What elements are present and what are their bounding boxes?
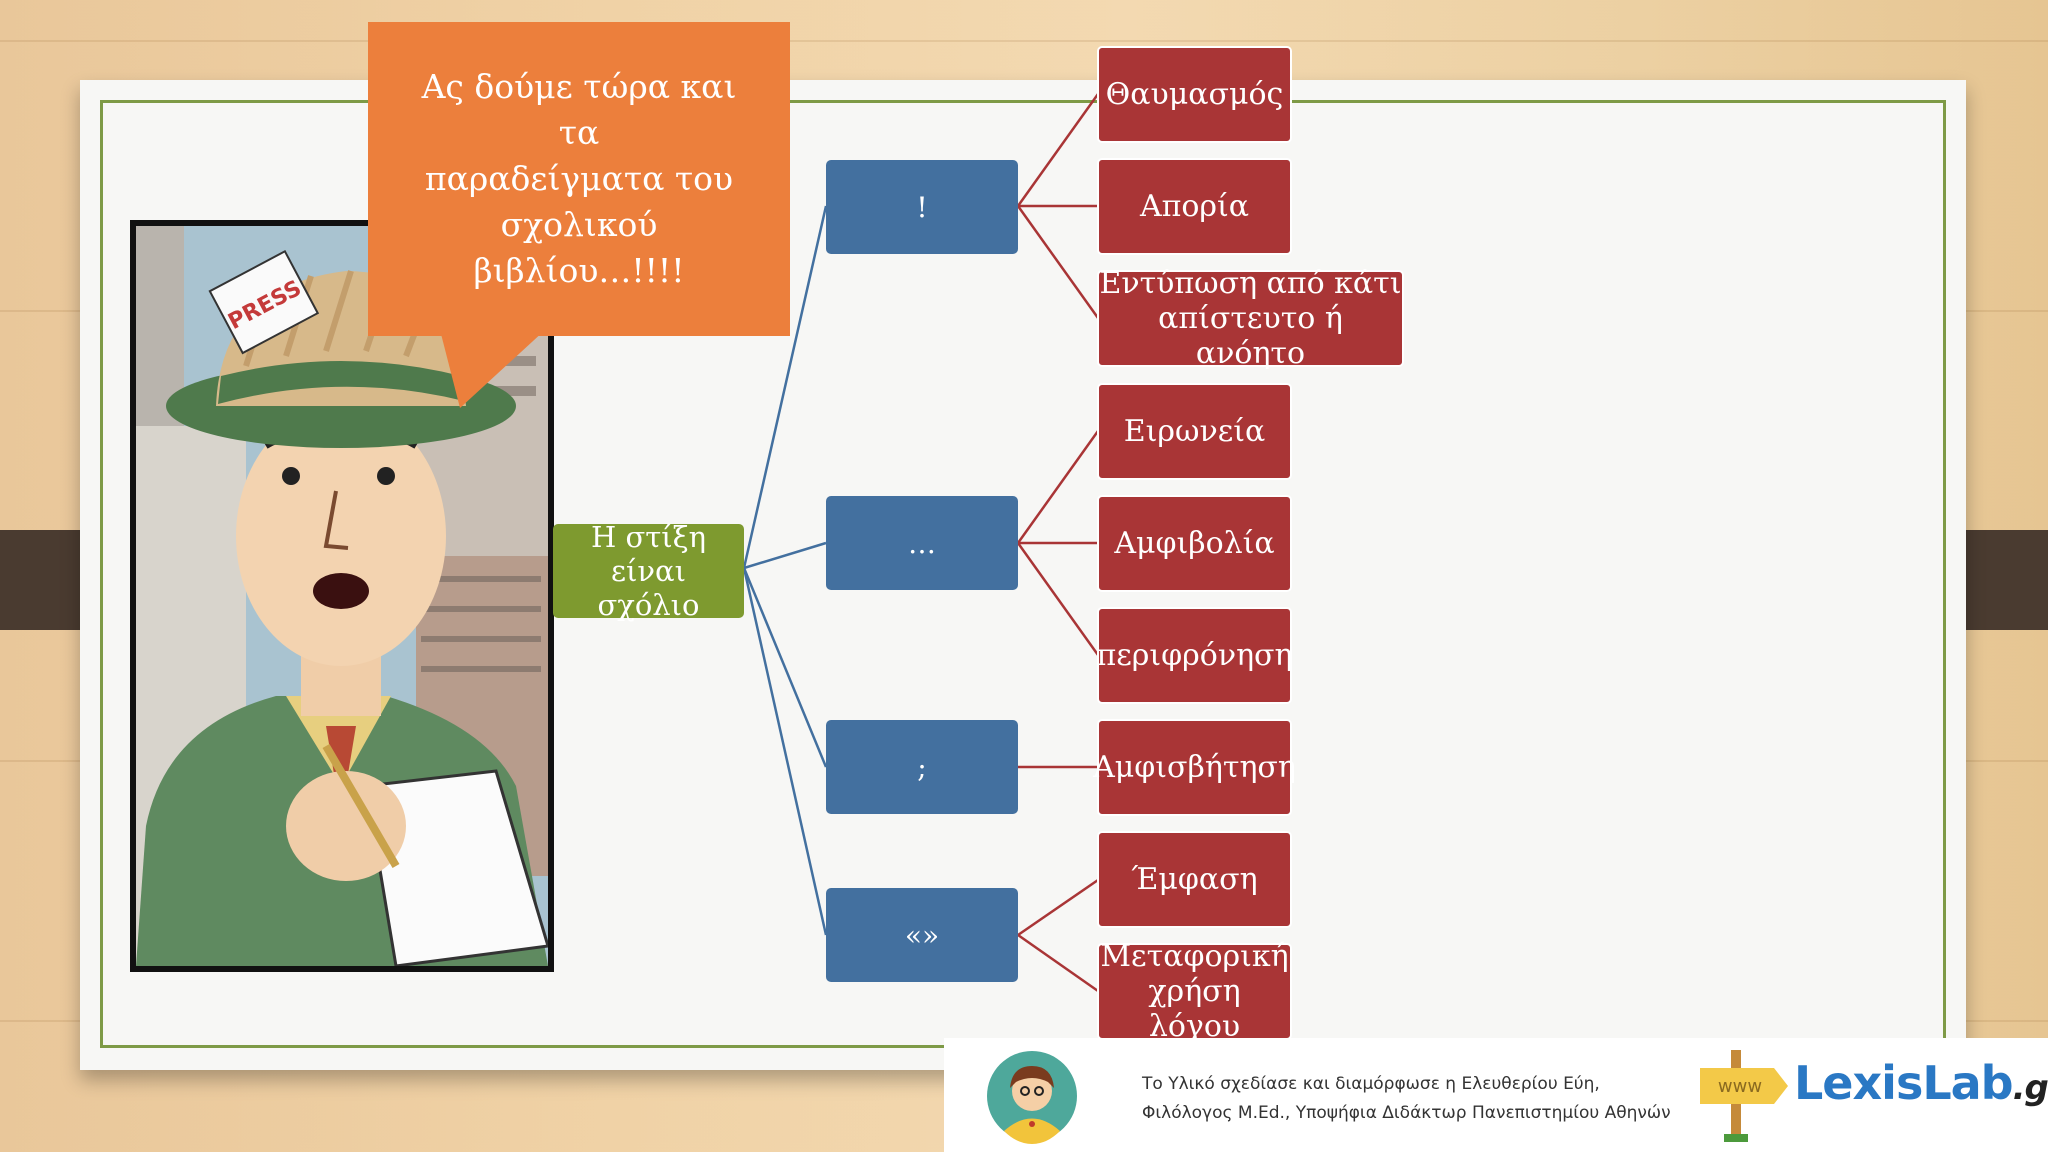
connector-quotes-2: [1017, 933, 1099, 993]
connector-ellipsis-3: [1016, 542, 1100, 656]
connector-root-question: [742, 567, 828, 768]
wood-grain: [0, 40, 2048, 42]
root-line: σχόλιο: [597, 588, 700, 622]
connector-excl-3: [1016, 205, 1100, 319]
lexislab-logo[interactable]: LexisLab.gr: [1794, 1056, 2048, 1110]
meaning-label: Αμφιβολία: [1114, 526, 1275, 561]
meaning-node: Εντύπωση από κάτι απίστευτο ή ανόητο: [1097, 266, 1404, 371]
connector-root-excl: [742, 205, 828, 569]
connector-root-quotes: [742, 567, 828, 936]
meaning-label: απίστευτο ή ανόητο: [1158, 301, 1343, 371]
meaning-label: χρήση λόγου: [1148, 974, 1241, 1044]
symbol-node-quotes: «»: [826, 888, 1018, 982]
connector-ellipsis-1: [1016, 430, 1100, 544]
logo-suffix: .gr: [2012, 1068, 2048, 1108]
callout-line: παραδείγματα του: [424, 159, 734, 198]
symbol-node-ellipsis: …: [826, 496, 1018, 590]
connector-quotes-1: [1017, 878, 1099, 937]
meaning-node: Ειρωνεία: [1097, 383, 1292, 480]
meaning-label: Θαυμασμός: [1105, 77, 1284, 112]
meaning-label: Ειρωνεία: [1123, 414, 1266, 449]
connector-root-ellipsis: [743, 541, 827, 570]
meaning-label: Μεταφορική: [1100, 939, 1289, 974]
symbol-node-question: ;: [826, 720, 1018, 814]
meaning-node: Έμφαση: [1097, 831, 1292, 928]
author-avatar: [987, 1051, 1077, 1144]
callout-line: Ας δούμε τώρα και τα: [421, 67, 737, 152]
meaning-label: Έμφαση: [1131, 862, 1258, 897]
meaning-label: Αμφισβήτηση: [1093, 750, 1296, 785]
callout-line: σχολικού βιβλίου…!!!!: [473, 205, 685, 290]
signpost-icon: www: [1700, 1050, 1788, 1142]
callout-bubble: Ας δούμε τώρα και τα παραδείγματα του σχ…: [368, 22, 790, 336]
meaning-node: Μεταφορική χρήση λόγου: [1097, 939, 1292, 1044]
logo-text: LexisLab: [1794, 1056, 2014, 1110]
meaning-label: Απορία: [1139, 189, 1250, 224]
credit-line: Το Υλικό σχεδίασε και διαμόρφωσε η Ελευθ…: [1142, 1074, 1600, 1094]
footer-strip: Το Υλικό σχεδίασε και διαμόρφωσε η Ελευθ…: [944, 1038, 2048, 1152]
meaning-node: Θαυμασμός: [1097, 46, 1292, 143]
meaning-node: περιφρόνηση: [1096, 607, 1293, 704]
meaning-node: Αμφιβολία: [1097, 495, 1292, 592]
symbol-node-exclamation: !: [826, 160, 1018, 254]
connector-excl-1: [1016, 93, 1100, 207]
meaning-node: Απορία: [1097, 158, 1292, 255]
meaning-label: Εντύπωση από κάτι: [1099, 266, 1402, 301]
meaning-node: Αμφισβήτηση: [1093, 719, 1296, 816]
signpost-label: www: [1718, 1076, 1762, 1097]
meaning-label: περιφρόνηση: [1096, 638, 1293, 673]
credit-line: Φιλόλογος M.Ed., Υποψήφια Διδάκτωρ Πανεπ…: [1142, 1103, 1671, 1123]
root-line: Η στίξη είναι: [590, 520, 707, 588]
root-node: Η στίξη είναι σχόλιο: [553, 520, 744, 622]
